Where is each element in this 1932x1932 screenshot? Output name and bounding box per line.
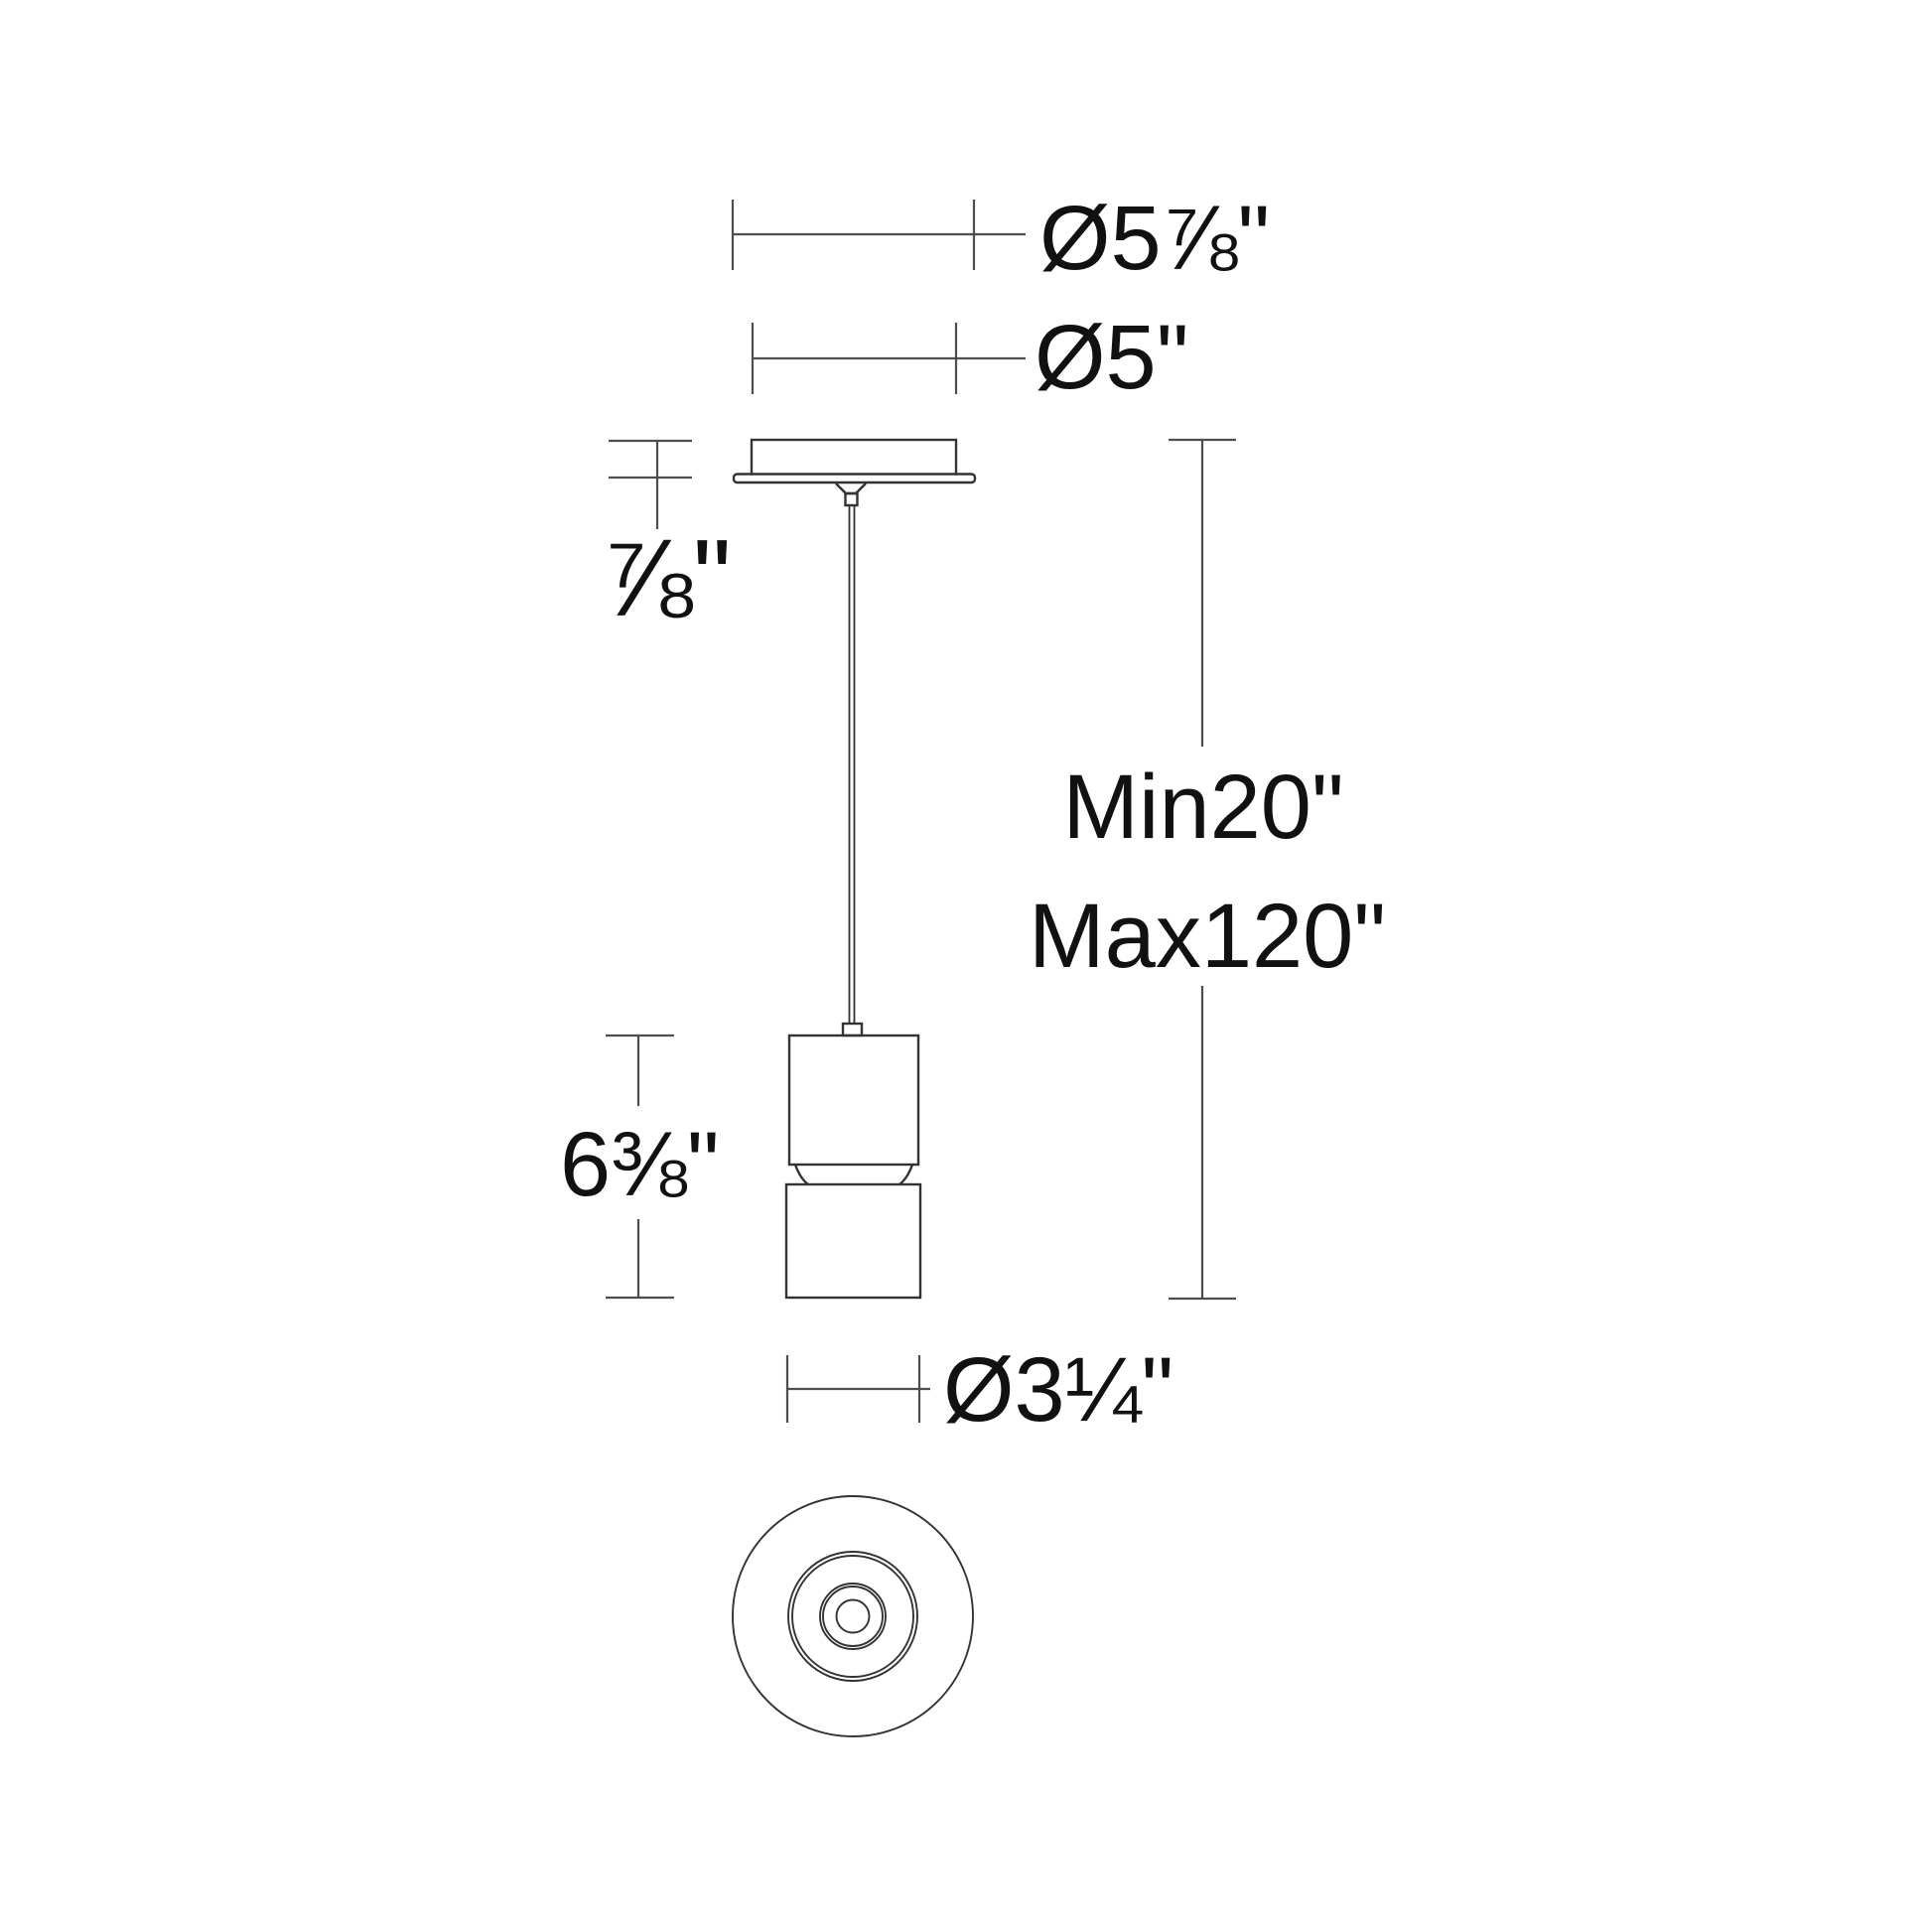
cord-grip-ferrule	[844, 491, 859, 507]
canopy-base-plate	[732, 473, 977, 484]
dim-canopy-body-diameter: Ø5"	[751, 307, 1188, 408]
fixture-diameter-label: Ø3¼"	[943, 1339, 1173, 1441]
fixture-upper-cylinder	[787, 1034, 920, 1167]
fixture-lower-cylinder	[784, 1182, 922, 1300]
suspension-max-label: Max120"	[1029, 886, 1386, 987]
bottom-view-center-lens	[835, 1598, 871, 1634]
bottom-view-outer-rim	[732, 1495, 974, 1737]
cord-connector	[841, 1022, 864, 1037]
dim-canopy-outer-diameter: Ø5⅞"	[731, 188, 1270, 289]
suspension-min-label: Min20"	[1062, 757, 1343, 858]
dim-suspension-length: Min20" Max120"	[1029, 438, 1386, 1301]
canopy-body-diameter-label: Ø5"	[1035, 307, 1188, 408]
bottom-view-ring-1-inner	[791, 1555, 914, 1678]
canopy-body	[750, 438, 958, 478]
waist-curve-left	[793, 1164, 809, 1185]
bottom-view-circles	[732, 1495, 974, 1737]
fixture-body-outline	[784, 1022, 922, 1300]
canopy-outer-diameter-label: Ø5⅞"	[1039, 188, 1270, 289]
bottom-view-ring-2-outer	[819, 1583, 887, 1650]
dim-fixture-height: 6⅜"	[560, 1034, 720, 1300]
dim-canopy-height: ⅞"	[602, 439, 732, 639]
suspension-cord	[848, 505, 856, 1024]
canopy-outline	[732, 438, 977, 507]
waist-curve-right	[898, 1164, 914, 1185]
canopy-height-label: ⅞"	[602, 517, 732, 639]
bottom-view-ring-2-inner	[822, 1586, 884, 1647]
fixture-height-label: 6⅜"	[560, 1114, 720, 1215]
cord-grip-flare	[835, 483, 867, 495]
bottom-view-ring-1-outer	[787, 1551, 918, 1682]
dim-fixture-diameter: Ø3¼"	[785, 1339, 1173, 1441]
